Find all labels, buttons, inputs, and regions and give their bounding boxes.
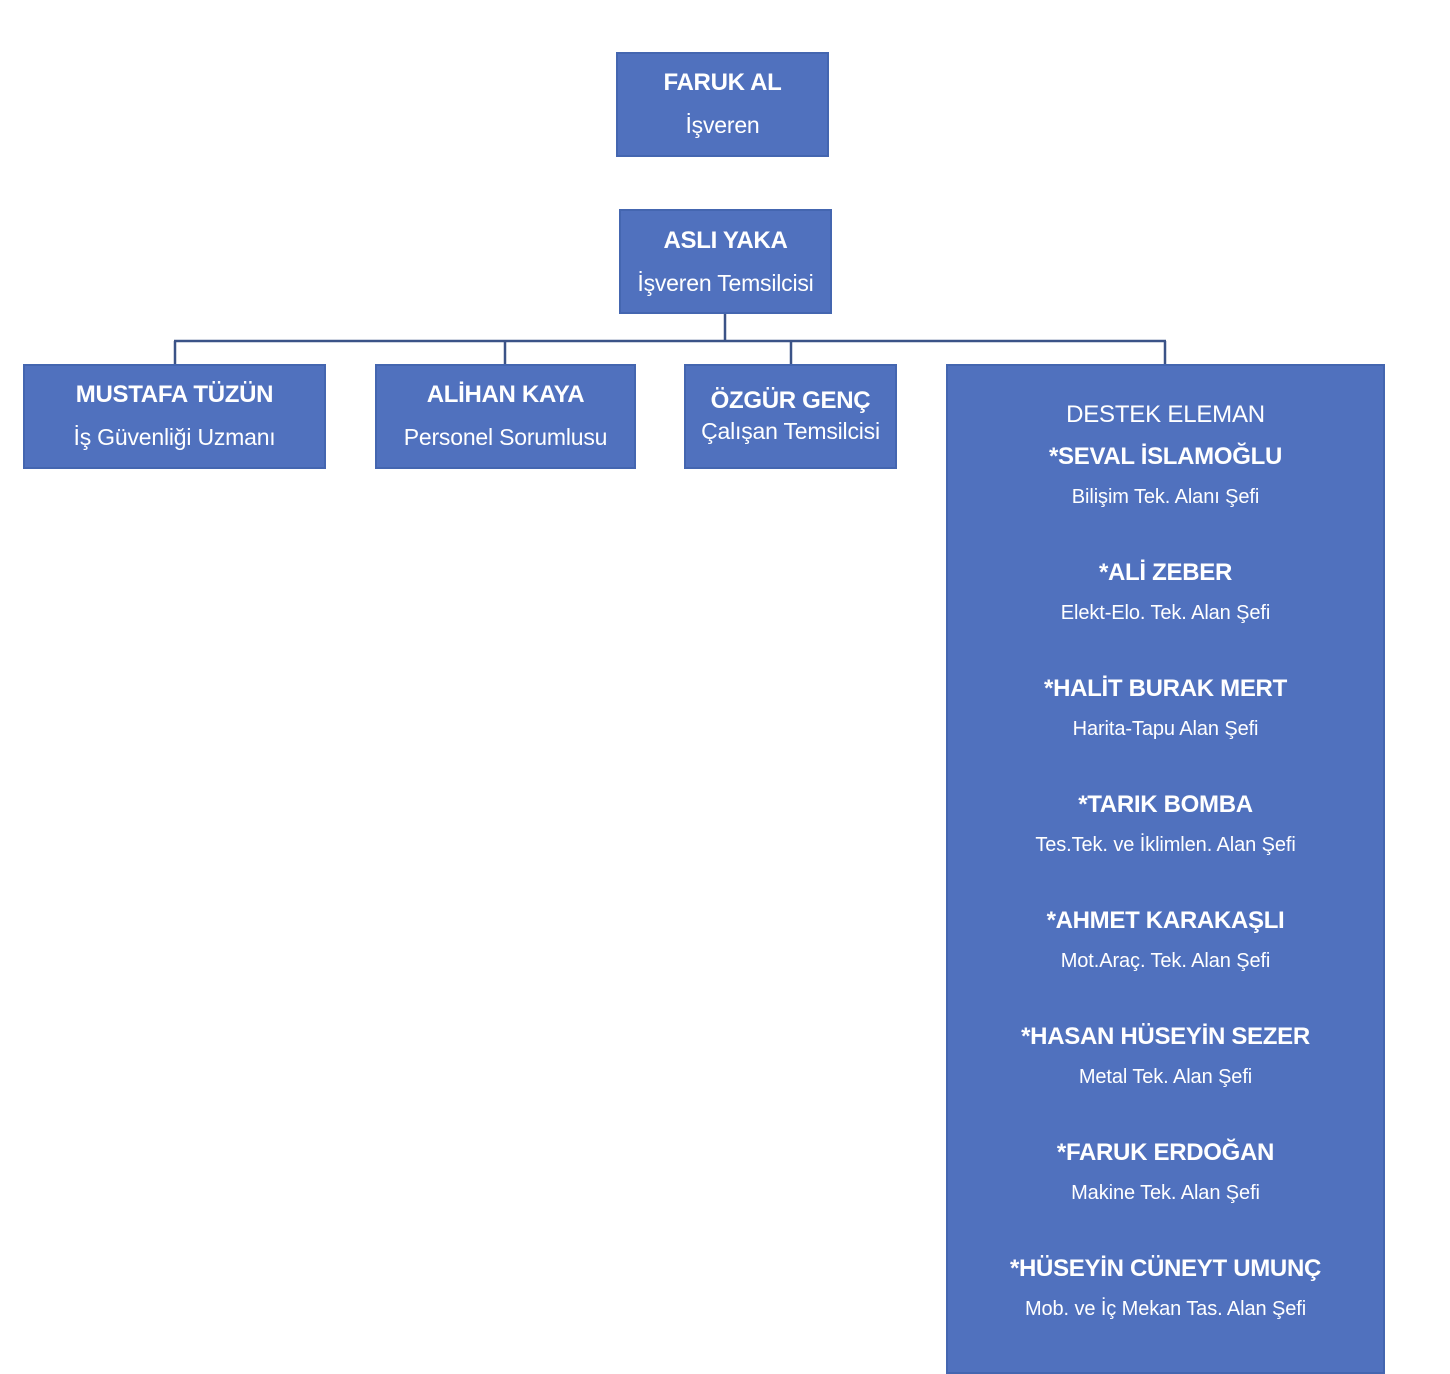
support-member-role: Metal Tek. Alan Şefi xyxy=(1078,1066,1253,1088)
support-member-role: Harita-Tapu Alan Şefi xyxy=(1072,718,1259,740)
support-heading: DESTEK ELEMAN xyxy=(1066,401,1265,428)
support-member: *TARIK BOMBA Tes.Tek. ve İklimlen. Alan … xyxy=(948,790,1383,858)
support-member: *AHMET KARAKAŞLI Mot.Araç. Tek. Alan Şef… xyxy=(948,906,1383,974)
safety-expert-role: İş Güvenliği Uzmanı xyxy=(73,424,276,450)
support-member-name: *HÜSEYİN CÜNEYT UMUNÇ xyxy=(1009,1255,1322,1282)
support-member-role: Mot.Araç. Tek. Alan Şefi xyxy=(1060,950,1271,972)
support-member: *HÜSEYİN CÜNEYT UMUNÇ Mob. ve İç Mekan T… xyxy=(948,1254,1383,1322)
worker-rep-role: Çalışan Temsilcisi xyxy=(701,418,880,444)
personnel-role: Personel Sorumlusu xyxy=(403,424,608,450)
worker-rep-name: ÖZGÜR GENÇ xyxy=(710,387,871,414)
support-member-name: *FARUK ERDOĞAN xyxy=(1056,1139,1275,1166)
support-member: *ALİ ZEBER Elekt-Elo. Tek. Alan Şefi xyxy=(948,558,1383,626)
support-member: *HALİT BURAK MERT Harita-Tapu Alan Şefi xyxy=(948,674,1383,742)
support-member-name: *TARIK BOMBA xyxy=(1078,791,1253,818)
representative-name: ASLI YAKA xyxy=(663,227,788,254)
employer-role: İşveren xyxy=(685,112,760,138)
personnel-node: ALİHAN KAYA Personel Sorumlusu xyxy=(375,364,636,469)
support-member-list: *SEVAL İSLAMOĞLU Bilişim Tek. Alanı Şefi… xyxy=(948,442,1383,1322)
personnel-name: ALİHAN KAYA xyxy=(426,381,585,408)
support-member-role: Elekt-Elo. Tek. Alan Şefi xyxy=(1060,602,1271,624)
support-member: *SEVAL İSLAMOĞLU Bilişim Tek. Alanı Şefi xyxy=(948,442,1383,510)
support-member: *HASAN HÜSEYİN SEZER Metal Tek. Alan Şef… xyxy=(948,1022,1383,1090)
support-member: *FARUK ERDOĞAN Makine Tek. Alan Şefi xyxy=(948,1138,1383,1206)
safety-expert-node: MUSTAFA TÜZÜN İş Güvenliği Uzmanı xyxy=(23,364,326,469)
employer-name: FARUK AL xyxy=(663,69,782,96)
support-member-name: *HALİT BURAK MERT xyxy=(1044,675,1287,702)
support-member-name: *HASAN HÜSEYİN SEZER xyxy=(1021,1023,1310,1050)
support-member-role: Mob. ve İç Mekan Tas. Alan Şefi xyxy=(1024,1298,1307,1320)
support-member-role: Makine Tek. Alan Şefi xyxy=(1071,1182,1260,1204)
support-member-role: Bilişim Tek. Alanı Şefi xyxy=(1071,486,1260,508)
employer-node: FARUK AL İşveren xyxy=(616,52,829,157)
support-member-name: *AHMET KARAKAŞLI xyxy=(1046,907,1285,934)
support-member-name: *ALİ ZEBER xyxy=(1098,559,1232,586)
support-member-role: Tes.Tek. ve İklimlen. Alan Şefi xyxy=(1035,834,1296,856)
representative-role: İşveren Temsilcisi xyxy=(637,270,814,296)
support-member-name: *SEVAL İSLAMOĞLU xyxy=(1049,443,1282,470)
safety-expert-name: MUSTAFA TÜZÜN xyxy=(75,381,274,408)
worker-rep-node: ÖZGÜR GENÇ Çalışan Temsilcisi xyxy=(684,364,897,469)
representative-node: ASLI YAKA İşveren Temsilcisi xyxy=(619,209,832,314)
support-staff-node: DESTEK ELEMAN *SEVAL İSLAMOĞLU Bilişim T… xyxy=(946,364,1385,1374)
